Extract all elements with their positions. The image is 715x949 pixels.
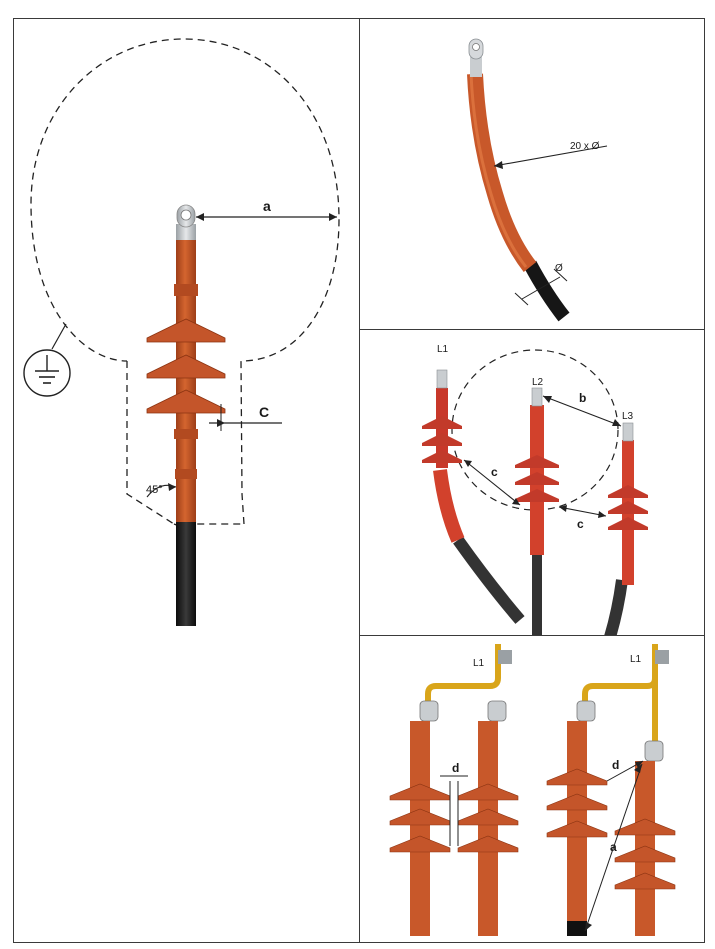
earth-icon	[23, 323, 71, 397]
termination	[146, 237, 226, 522]
l3-label: L3	[622, 411, 634, 422]
l1-termination	[422, 369, 462, 468]
radius-label: 20 x Ø	[570, 141, 600, 152]
bending-radius-diagram: 20 x Ø Ø	[467, 38, 608, 322]
radius-line	[493, 145, 608, 167]
busbar	[425, 644, 501, 714]
dimension-a-label: a	[263, 198, 271, 214]
clearance-circle	[451, 349, 619, 511]
bending-radius-panel: 20 x Ø Ø	[359, 18, 705, 330]
l1-label-right: L1	[630, 654, 642, 665]
termination-sleeve	[467, 73, 537, 272]
right-assembly: d a	[546, 644, 676, 936]
cable	[523, 260, 570, 322]
l2-termination	[515, 387, 559, 555]
clearance-envelope	[30, 38, 340, 525]
dimension-b-label: b	[579, 391, 586, 405]
phase-spacing-diagram: L1 L2 L3 b c	[422, 344, 648, 639]
clearance-diagram-panel: a C 45°	[13, 18, 360, 943]
dimension-c-label: C	[259, 404, 269, 420]
phase-spacing-panel: L1 L2 L3 b c	[359, 329, 705, 639]
dimension-c-left-label: c	[491, 465, 498, 479]
dimension-d-right-label: d	[612, 758, 619, 772]
diameter-label: Ø	[555, 263, 563, 274]
dimension-d-left-label: d	[452, 761, 459, 775]
left-assembly: d	[389, 644, 519, 936]
dimension-a-label: a	[610, 840, 617, 854]
l1-label: L1	[437, 344, 449, 355]
l2-cable	[532, 555, 542, 637]
busbar-connection-diagram: d L1 d a	[389, 644, 676, 936]
cable-lug	[176, 204, 196, 240]
l2-label: L2	[532, 377, 544, 388]
l3-termination	[608, 422, 648, 585]
l1-cable	[453, 536, 525, 624]
l3-cable	[604, 579, 628, 639]
busbar-connection-panel: d L1 d a	[359, 635, 705, 943]
cable	[176, 519, 196, 626]
busbar	[582, 644, 658, 746]
angle-label: 45°	[146, 484, 163, 496]
l1-label-left: L1	[473, 658, 485, 669]
clearance-diagram: a C 45°	[23, 38, 340, 626]
dimension-c-right-label: c	[577, 517, 584, 531]
